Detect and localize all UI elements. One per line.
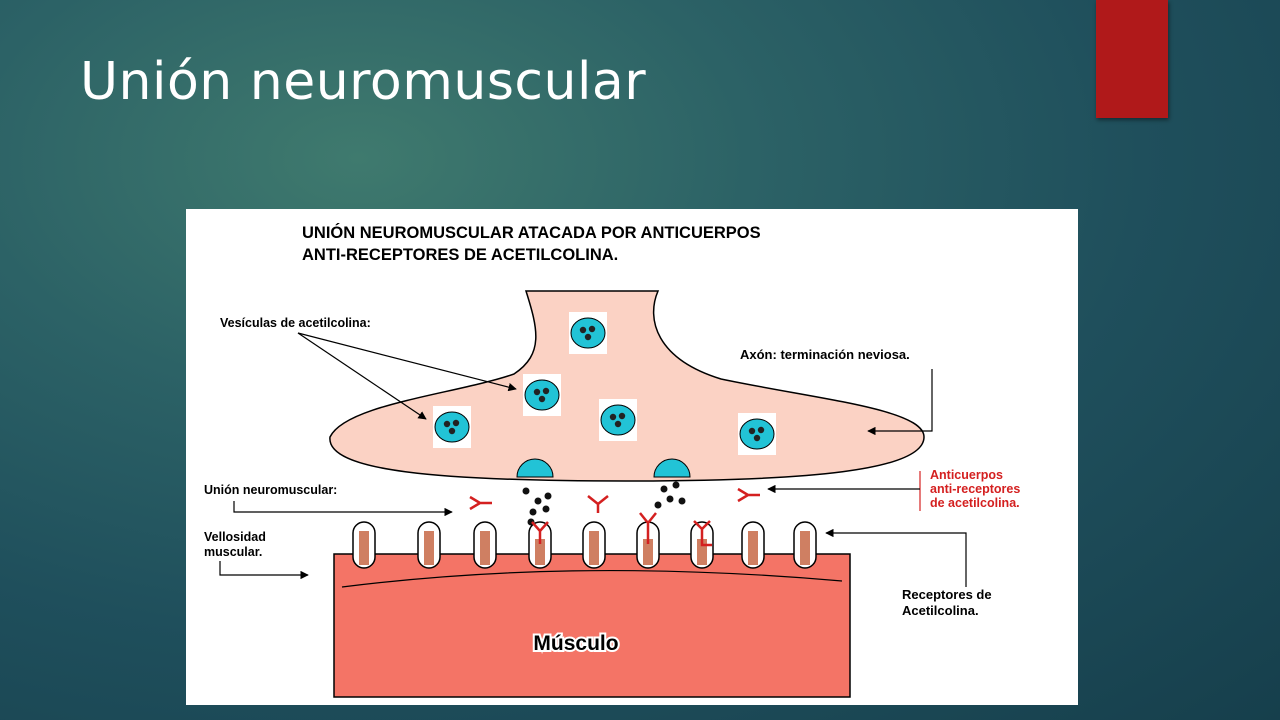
antibodies-pointer [767, 471, 921, 511]
muscular-villus [352, 521, 376, 569]
vesicles-label: Vesículas de acetilcolina: [220, 316, 371, 330]
receptors-pointer [825, 528, 967, 587]
muscular-villus [793, 521, 817, 569]
villus-label-line1: Vellosidad [204, 530, 266, 544]
muscle-fiber [333, 553, 851, 698]
muscular-villus [741, 521, 765, 569]
antibody [469, 495, 492, 511]
muscular-villus [473, 521, 497, 569]
antibodies-label-line1: Anticuerpos [930, 468, 1003, 482]
antibodies-label-line2: anti-receptores [930, 482, 1020, 496]
vesicle [738, 413, 776, 455]
antibodies-label-line3: de acetilcolina. [930, 496, 1020, 510]
fusing-vesicle [516, 458, 554, 478]
receptors-label-line1: Receptores de [902, 587, 992, 602]
junction-pointer [233, 501, 453, 517]
neuromuscular-junction-diagram: UNIÓN NEUROMUSCULAR ATACADA POR ANTICUER… [204, 223, 1020, 698]
antibody [587, 495, 609, 513]
muscular-villus [417, 521, 441, 569]
slide-title: Unión neuromuscular [80, 52, 647, 112]
vesicle [523, 374, 561, 416]
bound-antibody [693, 520, 712, 547]
vesicle [433, 406, 471, 448]
muscle-label: Músculo [533, 632, 618, 655]
axon-pointer [867, 369, 933, 436]
axon-terminal [329, 290, 925, 482]
villus-pointer [219, 561, 309, 580]
bound-antibody [531, 521, 549, 544]
diagram-heading-line1: UNIÓN NEUROMUSCULAR ATACADA POR ANTICUER… [302, 223, 761, 242]
vesicle [569, 312, 607, 354]
junction-label: Unión neuromuscular: [204, 483, 337, 497]
diagram-heading-line2: ANTI-RECEPTORES DE ACETILCOLINA. [302, 246, 618, 264]
diagram-figure: UNIÓN NEUROMUSCULAR ATACADA POR ANTICUER… [186, 209, 1078, 705]
accent-bar [1096, 0, 1168, 118]
muscle-membrane-line [341, 569, 843, 588]
vesicle [599, 399, 637, 441]
axon-label: Axón: terminación neviosa. [740, 347, 910, 362]
receptors-label-line2: Acetilcolina. [902, 603, 979, 618]
fusing-vesicle [653, 458, 691, 478]
vesicles-pointer [297, 332, 517, 420]
antibody [737, 487, 760, 503]
muscular-villus [528, 521, 552, 569]
villus-label-line2: muscular. [204, 545, 262, 559]
acetylcholine-molecules [522, 481, 686, 526]
muscular-villus [582, 521, 606, 569]
bound-antibody [639, 512, 657, 544]
